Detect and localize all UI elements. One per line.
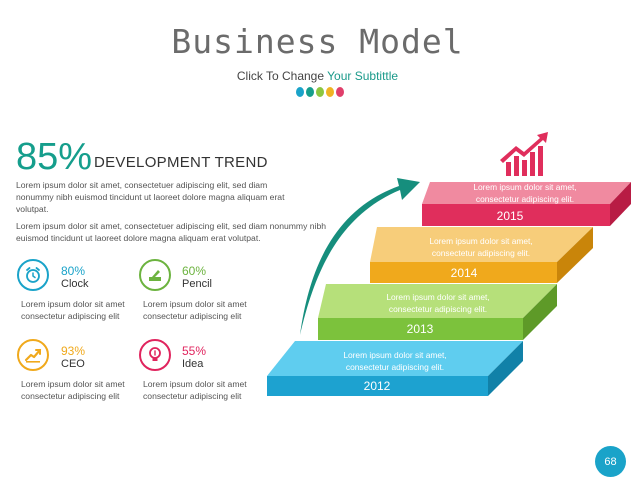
step-2012-front — [267, 376, 488, 396]
step-2015-text-line2: consectetur adipiscing elit. — [475, 194, 575, 204]
step-2012-year: 2012 — [363, 379, 391, 393]
ceo-kpi-label: CEO — [61, 358, 85, 370]
clock-kpi-label: Clock — [61, 278, 89, 290]
step-2013-year: 2013 — [406, 322, 434, 336]
step-2015-side — [610, 182, 631, 226]
step-2014-top — [370, 227, 593, 262]
pencil-icon — [149, 270, 161, 281]
clock-kpi-circle — [17, 259, 49, 291]
pencil-kpi-percent: 60% — [182, 264, 207, 278]
step-2015-text-line1: Lorem ipsum dolor sit amet, — [473, 182, 577, 192]
step-2013-front — [318, 318, 523, 340]
step-2014-text-line2: consectetur adipiscing elit. — [431, 248, 531, 258]
page-title: Business Model — [171, 22, 464, 61]
idea-kpi-circle — [139, 339, 171, 371]
development-percent: 85% — [16, 136, 93, 178]
ceo-kpi-circle — [17, 339, 49, 371]
step-2013-text-line2: consectetur adipiscing elit. — [388, 304, 488, 314]
pencil-kpi-circle — [139, 259, 171, 291]
page-subtitle[interactable]: Click To Change Your Subtittle — [0, 69, 635, 83]
development-heading: DEVELOPMENT TREND — [94, 154, 268, 171]
idea-kpi-percent: 55% — [182, 344, 207, 358]
step-2013-top — [318, 284, 557, 318]
step-2014-text: Lorem ipsum dolor sit amet, consectetur … — [396, 235, 566, 259]
step-2013-text: Lorem ipsum dolor sit amet, consectetur … — [353, 291, 523, 315]
subtitle-highlight: Your Subtittle — [327, 69, 399, 83]
step-2014-year: 2014 — [450, 266, 478, 280]
step-2014-text-line1: Lorem ipsum dolor sit amet, — [429, 236, 533, 246]
step-2015-front — [422, 204, 610, 226]
color-dot — [306, 87, 314, 97]
clock-kpi-percent: 80% — [61, 264, 86, 278]
step-2013-text-line1: Lorem ipsum dolor sit amet, — [386, 292, 490, 302]
step-2013-side — [523, 284, 557, 340]
ceo-kpi-percent: 93% — [61, 344, 86, 358]
clock-kpi-text: Lorem ipsum dolor sit amet consectetur a… — [21, 299, 125, 321]
pencil-kpi-label: Pencil — [182, 278, 212, 290]
subtitle-prefix: Click To Change — [236, 69, 328, 83]
step-2012-side — [488, 341, 523, 396]
step-2015-text: Lorem ipsum dolor sit amet, consectetur … — [440, 181, 610, 205]
step-2014-side — [557, 227, 593, 283]
summary-paragraph-2: Lorem ipsum dolor sit amet, consectetuer… — [16, 221, 327, 243]
step-2012-top — [267, 341, 523, 376]
page-number-badge: 68 — [595, 446, 626, 477]
step-2014-front — [370, 262, 557, 283]
step-2012-text-line1: Lorem ipsum dolor sit amet, — [343, 350, 447, 360]
step-2012-text-line2: consectetur adipiscing elit. — [345, 362, 445, 372]
growth-chart-icon — [500, 132, 548, 176]
summary-paragraph-1: Lorem ipsum dolor sit amet, consectetuer… — [16, 180, 285, 214]
ceo-chart-icon — [24, 348, 42, 363]
step-2012-text: Lorem ipsum dolor sit amet, consectetur … — [310, 349, 480, 373]
color-dot — [336, 87, 344, 97]
step-2015-year: 2015 — [496, 209, 524, 223]
color-dot — [326, 87, 334, 97]
color-dots — [296, 87, 344, 97]
pencil-kpi-text: Lorem ipsum dolor sit amet consectetur a… — [143, 299, 247, 321]
idea-kpi-label: Idea — [182, 358, 204, 370]
ceo-kpi-text: Lorem ipsum dolor sit amet consectetur a… — [21, 379, 125, 401]
step-2015-top — [422, 182, 631, 204]
growth-arrow — [300, 178, 420, 335]
idea-kpi-text: Lorem ipsum dolor sit amet consectetur a… — [143, 379, 247, 401]
color-dot — [316, 87, 324, 97]
lightbulb-icon — [149, 347, 161, 361]
alarm-clock-icon — [26, 267, 40, 283]
color-dot — [296, 87, 304, 97]
